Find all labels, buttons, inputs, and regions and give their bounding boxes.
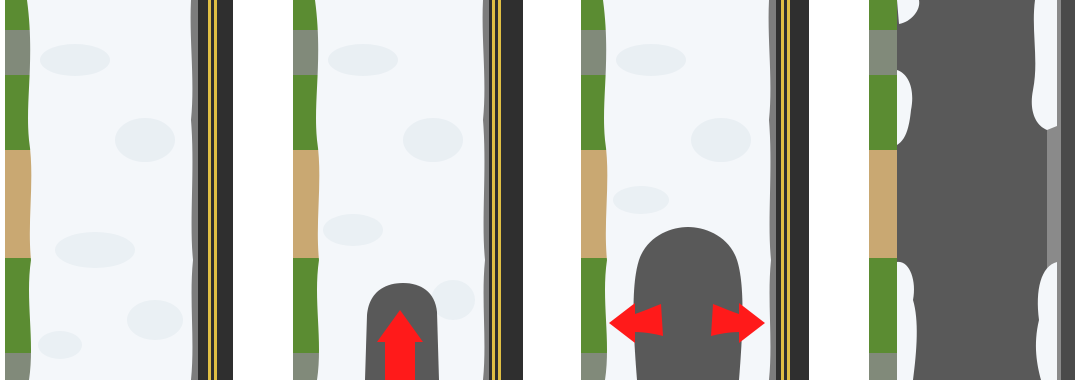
snow-shadow (613, 186, 669, 214)
road-center-line (208, 0, 211, 380)
grass-strip (581, 258, 609, 353)
road-center-line (492, 0, 495, 380)
stone-strip (869, 30, 897, 75)
grass-strip (869, 0, 897, 30)
stone-strip (5, 353, 33, 380)
road-center-line (787, 0, 790, 380)
panel-2-illustration (293, 0, 528, 380)
panel-snow-covered (5, 0, 240, 380)
panel-cleared (869, 0, 1090, 380)
snow-bank (1032, 0, 1057, 130)
road-center-line (214, 0, 217, 380)
panel-3-illustration (581, 0, 816, 380)
panel-4-illustration (869, 0, 1089, 380)
panel-clearing-forward (293, 0, 528, 380)
sand-strip (5, 150, 33, 258)
panel-pushing-sides (581, 0, 816, 380)
snow-shadow (115, 118, 175, 162)
snow-shadow (328, 44, 398, 76)
snow-shadow (40, 44, 110, 76)
sand-strip (293, 150, 321, 258)
road-edge (1061, 0, 1075, 380)
stone-strip (581, 30, 609, 75)
snow-shadow (38, 331, 82, 359)
cleared-path (634, 227, 743, 380)
grass-strip (293, 258, 321, 353)
sand-strip (869, 150, 897, 258)
panel-1-illustration (5, 0, 240, 380)
stone-strip (293, 353, 321, 380)
snow-shadow (323, 214, 383, 246)
stone-strip (293, 30, 321, 75)
road-center-line (781, 0, 784, 380)
snow-shadow (403, 118, 463, 162)
snow-shadow (616, 44, 686, 76)
grass-strip (869, 75, 897, 150)
grass-strip (5, 258, 33, 353)
snow-shadow (127, 300, 183, 340)
snow-shadow (431, 280, 475, 320)
snow-shadow (55, 232, 135, 268)
road-center-line (498, 0, 501, 380)
grass-strip (869, 258, 897, 353)
stone-strip (5, 30, 33, 75)
stone-strip (581, 353, 609, 380)
road (776, 0, 809, 380)
stone-strip (869, 353, 897, 380)
sand-strip (581, 150, 609, 258)
snow-shadow (691, 118, 751, 162)
